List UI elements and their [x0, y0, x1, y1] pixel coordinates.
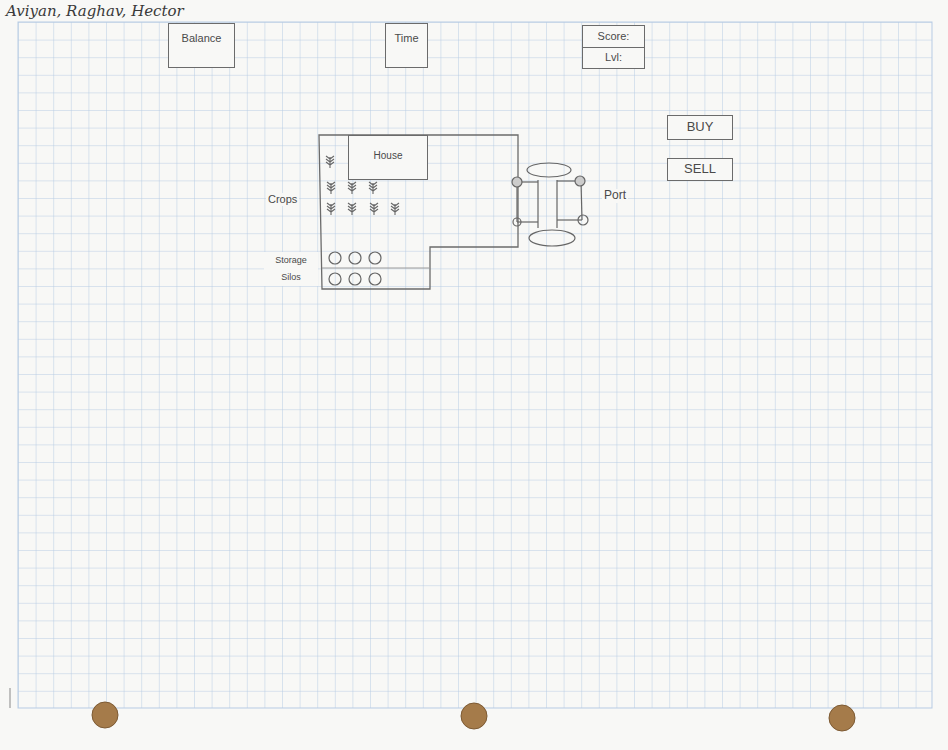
balance-box: Balance — [168, 23, 235, 68]
score-box: Score: — [582, 25, 645, 49]
level-box: Lvl: — [582, 47, 645, 69]
grid — [18, 22, 932, 708]
binder-holes — [92, 702, 855, 731]
port-label: Port — [602, 189, 628, 203]
buy-button: BUY — [667, 115, 733, 140]
box-text: SELL — [682, 162, 718, 177]
box-text: Balance — [180, 32, 224, 45]
silos-label: Storage Silos — [264, 252, 318, 286]
box-text: Score: — [596, 30, 632, 43]
port-drawing — [512, 163, 588, 246]
box-text: BUY — [685, 120, 716, 135]
author-names: Aviyan, Raghav, Hector — [4, 3, 186, 20]
crops-label: Crops — [266, 193, 299, 206]
farm-outline — [319, 135, 518, 289]
box-text: House — [372, 150, 405, 162]
house-box: House — [348, 135, 428, 180]
sell-button: SELL — [667, 158, 733, 181]
silo-icons — [322, 252, 430, 285]
box-text: Time — [392, 32, 420, 45]
box-text: Lvl: — [603, 51, 624, 64]
time-box: Time — [385, 23, 428, 68]
